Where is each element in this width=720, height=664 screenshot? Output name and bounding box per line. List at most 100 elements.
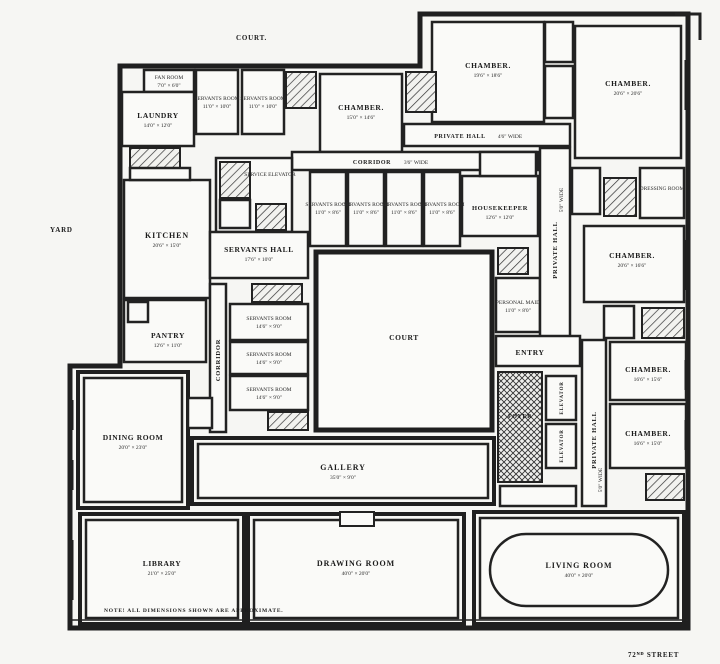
label-pantry: PANTRY [151, 331, 185, 340]
hall-private-lower [580, 338, 608, 508]
svg-text:19'6" × 18'6": 19'6" × 18'6" [474, 73, 503, 79]
svg-text:20'6" × 20'6": 20'6" × 20'6" [614, 91, 643, 97]
label-elevator-b: ELEVATOR [560, 429, 565, 462]
label-fan-room: FAN ROOM [155, 75, 184, 81]
svg-text:11'0" × 8'0": 11'0" × 8'0" [505, 308, 531, 314]
label-corridor-left: CORRIDOR [215, 339, 222, 382]
label-chamber-right3: CHAMBER. [625, 429, 671, 438]
room-gallery [196, 442, 490, 500]
room-laundry [120, 90, 196, 148]
label-servants-room-h: SERVANTS ROOM [246, 352, 291, 358]
room-dining [82, 376, 184, 504]
room-servants-e [384, 170, 424, 248]
room-drawing [252, 518, 460, 620]
label-library: LIBRARY [143, 559, 182, 568]
label-service-elevator: SERVICE ELEVATOR [244, 172, 296, 178]
label-servants-room-b: SERVANTS ROOM [240, 96, 285, 102]
room-chamber-corner [573, 24, 683, 160]
room-servants-f [422, 170, 462, 248]
label-servants-hall: SERVANTS HALL [224, 245, 294, 254]
svg-text:14'6" × 9'0": 14'6" × 9'0" [256, 324, 282, 330]
svg-text:20'6" × 16'6": 20'6" × 16'6" [618, 263, 647, 269]
corridor-left [208, 282, 228, 434]
svg-text:11'0" × 10'0": 11'0" × 10'0" [203, 104, 232, 110]
svg-text:5'0" WIDE: 5'0" WIDE [598, 467, 604, 492]
room-servants-b [240, 68, 286, 136]
label-foyer: FOYER [508, 414, 532, 420]
label-private-hall-top: PRIVATE HALL [434, 134, 486, 140]
svg-text:40'0" × 20'0": 40'0" × 20'0" [565, 573, 594, 579]
foyer [497, 371, 543, 483]
label-street: 72ᴺᴰ STREET [628, 651, 679, 659]
label-note: NOTE! ALL DIMENSIONS SHOWN ARE APPROXIMA… [104, 608, 283, 614]
label-chamber-corner: CHAMBER. [605, 79, 651, 88]
room-dressing [638, 166, 686, 220]
room-servants-h [228, 340, 310, 376]
label-housekeeper: HOUSEKEEPER [472, 205, 528, 212]
svg-text:16'6" × 15'0": 16'6" × 15'0" [634, 441, 663, 447]
court-center [313, 249, 495, 433]
label-personal-maid: PERSONAL MAID [496, 300, 540, 306]
window-marks [70, 60, 688, 628]
svg-text:4'6" WIDE: 4'6" WIDE [498, 134, 523, 140]
elevator-a [544, 374, 578, 422]
label-dressing-room: DRESSING ROOM [640, 186, 685, 192]
label-laundry: LAUNDRY [137, 111, 178, 120]
svg-text:14'6" × 9'0": 14'6" × 9'0" [256, 395, 282, 401]
svg-text:17'6" × 10'0": 17'6" × 10'0" [245, 257, 274, 263]
label-living-room: LIVING ROOM [545, 561, 612, 570]
label-chamber-right1: CHAMBER. [609, 251, 655, 260]
elevator-b [544, 422, 578, 470]
room-servants-c [308, 170, 348, 248]
label-servants-room-f: SERVANTS ROOM [419, 202, 464, 208]
label-servants-room-e: SERVANTS ROOM [381, 202, 426, 208]
svg-text:15'0" × 14'6": 15'0" × 14'6" [347, 115, 376, 121]
svg-text:11'0" × 8'6": 11'0" × 8'6" [353, 210, 379, 216]
label-chamber-top: CHAMBER. [465, 61, 511, 70]
room-servants-hall [208, 230, 310, 280]
label-private-hall-lower: PRIVATE HALL [591, 411, 598, 469]
room-servants-i [228, 374, 310, 412]
svg-text:12'6" × 12'0": 12'6" × 12'0" [486, 215, 515, 221]
label-chamber-right2: CHAMBER. [625, 365, 671, 374]
room-servants-d [346, 170, 386, 248]
label-chamber-mid: CHAMBER. [338, 103, 384, 112]
room-servants-g [228, 302, 310, 342]
svg-text:11'0" × 8'6": 11'0" × 8'6" [429, 210, 455, 216]
svg-text:21'0" × 25'0": 21'0" × 25'0" [148, 571, 177, 577]
label-kitchen: KITCHEN [145, 231, 189, 240]
svg-text:35'0" × 9'0": 35'0" × 9'0" [330, 475, 356, 481]
label-servants-room-g: SERVANTS ROOM [246, 316, 291, 322]
room-chamber-right1 [582, 224, 686, 304]
svg-text:12'6" × 11'0": 12'6" × 11'0" [154, 343, 183, 349]
entry [494, 334, 582, 368]
svg-text:7'0" × 6'0": 7'0" × 6'0" [157, 83, 180, 89]
svg-text:11'0" × 10'0": 11'0" × 10'0" [249, 104, 278, 110]
room-chamber-right2 [608, 340, 688, 402]
room-chamber-top [430, 20, 546, 124]
svg-text:11'0" × 8'6": 11'0" × 8'6" [391, 210, 417, 216]
outer-walls [67, 11, 702, 631]
label-corridor-top: CORRIDOR [353, 160, 391, 166]
svg-text:14'0" × 12'0": 14'0" × 12'0" [144, 123, 173, 129]
room-housekeeper [460, 174, 540, 238]
svg-text:20'0" × 23'0": 20'0" × 23'0" [119, 445, 148, 451]
svg-text:14'6" × 9'0": 14'6" × 9'0" [256, 360, 282, 366]
room-servants-a [194, 68, 240, 136]
svg-text:20'6" × 15'0": 20'6" × 15'0" [153, 243, 182, 249]
room-personal-maid [494, 276, 542, 334]
label-court-center: COURT [389, 333, 419, 342]
room-chamber-mid [318, 72, 404, 154]
label-court-top: COURT. [236, 34, 267, 42]
hall-private-top [402, 122, 572, 148]
svg-text:11'0" × 8'6": 11'0" × 8'6" [315, 210, 341, 216]
label-servants-room-c: SERVANTS ROOM [305, 202, 350, 208]
label-yard: YARD [50, 226, 73, 234]
svg-text:16'6" × 15'6": 16'6" × 15'6" [634, 377, 663, 383]
label-elevator-a: ELEVATOR [560, 381, 565, 414]
svg-text:3'6" WIDE: 3'6" WIDE [404, 160, 429, 166]
label-servants-room-d: SERVANTS ROOM [343, 202, 388, 208]
svg-text:5'0" WIDE: 5'0" WIDE [559, 187, 565, 212]
room-chamber-right3 [608, 402, 688, 470]
label-servants-room-a: SERVANTS ROOM [194, 96, 239, 102]
